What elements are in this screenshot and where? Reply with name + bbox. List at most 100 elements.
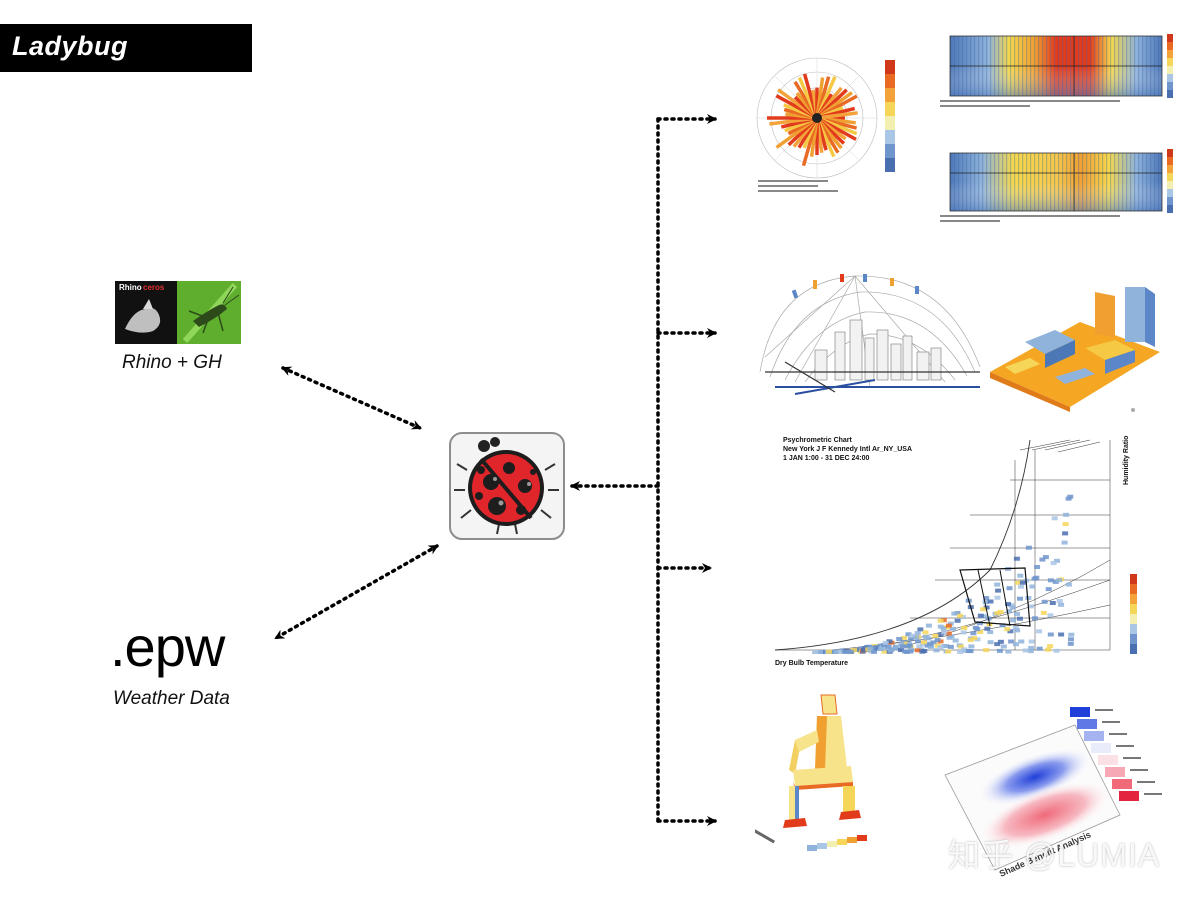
psychrometric-cell: [906, 643, 913, 648]
psychrometric-cell: [937, 645, 944, 650]
psychrometric-cell: [914, 648, 921, 653]
psychrometric-cell: [922, 634, 929, 639]
psychrometric-cell: [987, 599, 994, 604]
psychrometric-cell: [851, 648, 858, 653]
watermark: 知乎 @LUMIA: [948, 837, 1161, 873]
psychrometric-cell: [983, 605, 990, 610]
psychrometric-cell: [920, 640, 927, 645]
psychrometric-cell: [968, 644, 975, 649]
psychrometric-cell: [987, 640, 994, 645]
ceros-logo-text: ceros: [143, 283, 165, 292]
psychrometric-cell: [983, 648, 990, 653]
psychrometric-cell: [937, 632, 944, 637]
ladybug-icon-box: [449, 432, 565, 540]
psychrometric-cell: [919, 649, 926, 654]
psychrometric-cell: [937, 618, 944, 623]
psychrometric-cell: [1039, 557, 1046, 562]
psychrometric-cell: [1051, 516, 1058, 521]
psychrometric-cell: [940, 618, 947, 623]
heatmap-thumbnail-bottom: [938, 143, 1193, 225]
psychrometric-cell: [913, 635, 920, 640]
psychrometric-cell: [1040, 610, 1047, 615]
psychrometric-cell: [1068, 637, 1074, 642]
psychrometric-cell: [927, 644, 934, 649]
psychrometric-cell: [898, 641, 905, 646]
psychrometric-cell: [1045, 647, 1052, 652]
sky-dome-thumbnail: [755, 262, 985, 397]
radial-chart-thumbnail: [750, 50, 910, 200]
psychrometric-cell: [833, 650, 840, 654]
rhino-grasshopper-logo: Rhino ceros: [115, 281, 241, 344]
psychrometric-cell: [920, 642, 927, 647]
psychrometric-cell: [996, 648, 1003, 653]
psychrometric-cell: [909, 633, 916, 638]
psychrometric-cell: [1017, 573, 1024, 578]
psychrometric-cell: [937, 624, 944, 629]
psychrometric-cell: [1014, 628, 1021, 633]
psychrometric-cell: [987, 630, 994, 635]
heatmap-thumbnail-top: [938, 30, 1193, 110]
psychrometric-cell: [1010, 618, 1017, 623]
psychrometric-cell: [1062, 531, 1069, 536]
psychrometric-cell: [994, 595, 1001, 600]
psychrometric-cell: [980, 607, 987, 612]
psychrometric-cell: [974, 637, 981, 642]
psychrometric-cell: [1006, 609, 1012, 614]
radiation-analysis-thumbnail: [985, 282, 1165, 412]
psychrometric-cell: [983, 596, 990, 601]
psychrometric-cell: [885, 644, 892, 649]
psychrometric-cell: [940, 626, 947, 631]
psychrometric-cell: [945, 631, 952, 636]
psychrometric-cell: [905, 632, 912, 637]
psychrometric-cell: [932, 633, 939, 638]
psychrometric-cell: [901, 635, 908, 640]
psychrometric-cell: [1061, 540, 1068, 545]
psychrometric-cell: [908, 636, 915, 641]
psychrometric-cell: [917, 627, 924, 632]
psychrometric-cell: [902, 649, 909, 654]
psychrometric-cell: [1022, 648, 1029, 653]
psychrometric-cell: [980, 614, 987, 619]
psychrometric-cell: [1000, 644, 1007, 649]
psychrometric-cell: [1019, 580, 1026, 585]
psychrometric-cell: [954, 618, 961, 623]
psychrometric-cell: [898, 648, 904, 653]
rose-spoke: [816, 111, 858, 120]
epw-label: .epw: [110, 615, 225, 678]
psychrometric-cell: [1062, 522, 1069, 527]
psychrometric-cell: [997, 609, 1004, 614]
psychrometric-cell: [1063, 512, 1070, 517]
psychrometric-cell: [1058, 602, 1065, 607]
ladybug-icon: [454, 437, 559, 535]
psychrometric-chart-thumbnail: Psychrometric Chart New York J F Kennedy…: [770, 430, 1145, 672]
psychrometric-cell: [1052, 579, 1059, 584]
psychrometric-cell: [882, 640, 889, 645]
psychrometric-cell: [961, 647, 968, 652]
psychrometric-cell: [974, 627, 981, 632]
psychrometric-cell: [946, 635, 953, 640]
psychrometric-cell: [907, 649, 914, 654]
psychrometric-cell: [1032, 616, 1038, 621]
title-bar: [0, 24, 252, 72]
psychrometric-cell: [1012, 625, 1019, 630]
psychrometric-cell: [1005, 602, 1011, 607]
psychrometric-cell: [826, 649, 832, 654]
psychrometric-cell: [1013, 642, 1019, 647]
psychrometric-cell: [1015, 580, 1022, 585]
psychrometric-cell: [847, 649, 854, 654]
psychrometric-cell: [1034, 565, 1041, 569]
psychrometric-cell: [922, 630, 929, 635]
psychrometric-cell: [958, 644, 965, 649]
psychrometric-cell: [1027, 649, 1034, 654]
psychrometric-cell: [945, 649, 952, 654]
psychrometric-cell: [1056, 599, 1063, 603]
thermal-comfort-figure-thumbnail: [747, 690, 885, 865]
psychrometric-cell: [994, 611, 1001, 616]
psychrometric-cell: [930, 640, 937, 645]
psychrometric-cell: [927, 641, 933, 646]
psychrometric-cell: [947, 644, 954, 649]
psychrometric-cell: [1029, 584, 1036, 589]
psychrometric-cell: [1047, 578, 1054, 583]
psychrometric-title: Psychrometric Chart: [783, 437, 853, 444]
psychrometric-cell: [965, 649, 972, 653]
